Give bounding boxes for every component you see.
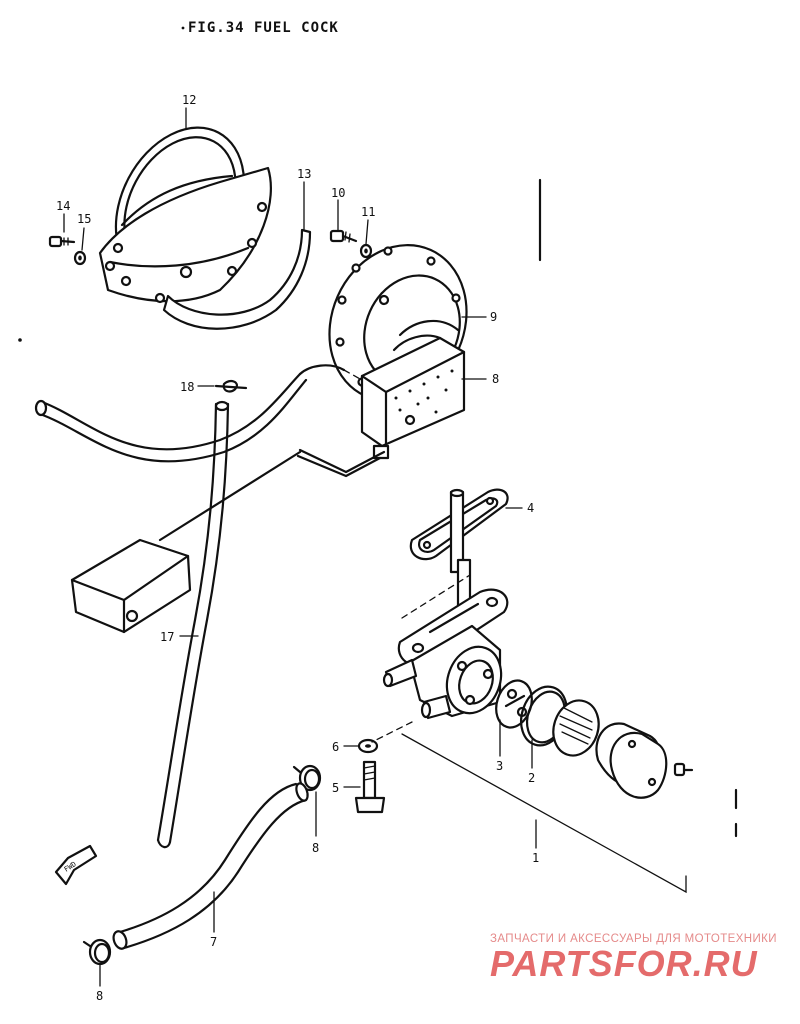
title-dot <box>181 26 185 30</box>
callout-leaders <box>63 107 738 987</box>
callout-12: 11 <box>361 205 375 219</box>
cover-screw <box>673 762 694 777</box>
cover-plate <box>609 731 668 799</box>
callout-10: 9 <box>490 310 497 324</box>
part-18-wire-clip <box>214 379 248 393</box>
part-1-fuel-cock <box>382 488 509 720</box>
part-15-screw <box>48 235 76 248</box>
part-8-clip-lower <box>82 938 112 966</box>
sender-float <box>70 538 192 634</box>
callout-8-upper: 8 <box>312 841 319 855</box>
callout-14: 13 <box>297 167 311 181</box>
callout-1: 1 <box>532 851 539 865</box>
callout-13: 12 <box>182 93 196 107</box>
part-12-washer <box>359 243 373 259</box>
callout-7: 7 <box>210 935 217 949</box>
part-14-gasket <box>162 228 312 330</box>
callout-16: 15 <box>77 212 91 226</box>
part-9-fuel-sender <box>158 319 466 542</box>
part-6-washer <box>357 738 379 754</box>
callout-17: 17 <box>160 630 174 644</box>
sender-wire-harness <box>34 364 346 463</box>
part-5-bolt <box>354 760 386 814</box>
callout-18: 18 <box>180 380 194 394</box>
figure-title: FIG.34 FUEL COCK <box>188 20 339 36</box>
part-8-clip-upper <box>292 764 322 792</box>
part-11-bolt <box>329 229 358 243</box>
scan-speck <box>18 338 22 342</box>
callout-6: 6 <box>332 740 339 754</box>
callout-5: 5 <box>332 781 339 795</box>
callout-15: 14 <box>56 199 70 213</box>
part-16-washer <box>73 250 87 266</box>
assembly-guide-lines <box>343 369 471 743</box>
part-17-vent-hose <box>156 400 230 849</box>
callout-3: 3 <box>496 759 503 773</box>
watermark-brand: PARTSFOR.RU <box>490 943 758 984</box>
part-13-collar <box>98 126 272 304</box>
fuel-cock-lever <box>552 699 600 757</box>
callout-9: 8 <box>492 372 499 386</box>
part-7-fuel-hose <box>112 782 309 950</box>
callout-4: 4 <box>527 501 534 515</box>
direction-arrow-icon: FWD <box>54 844 98 886</box>
part-4-gasket <box>409 488 509 561</box>
callout-11: 10 <box>331 186 345 200</box>
callout-8-lower: 8 <box>96 989 103 1003</box>
watermark-tagline: ЗАПЧАСТИ И АКСЕССУАРЫ ДЛЯ МОТОТЕХНИКИ <box>490 933 777 945</box>
callout-2: 2 <box>528 771 535 785</box>
